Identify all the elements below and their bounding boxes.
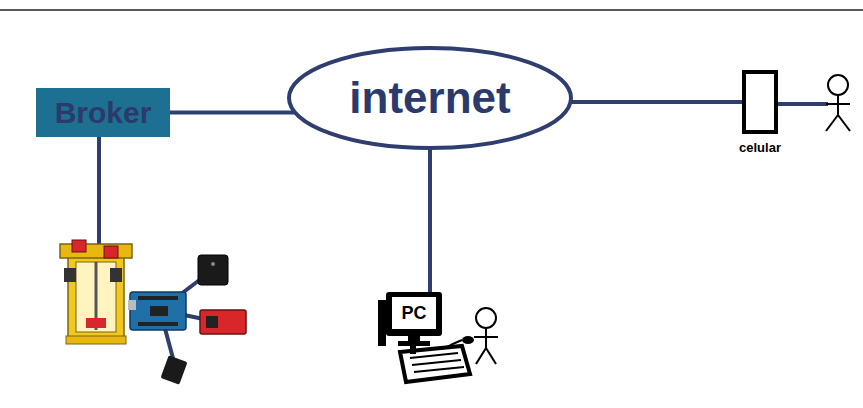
node-label: Broker [55, 96, 152, 130]
user-wire [778, 102, 828, 106]
broker-box: Broker [36, 88, 170, 137]
device-label: celular [739, 140, 781, 155]
phone-symbol: celular [742, 70, 778, 134]
internet-cloud: internet [287, 46, 573, 150]
node-label: internet [349, 73, 510, 123]
top-rule [0, 9, 863, 11]
network-link [571, 100, 742, 104]
stick-figure [474, 308, 498, 364]
pc-monitor: PC [386, 292, 442, 346]
network-link [170, 111, 295, 115]
node-label: PC [392, 297, 436, 329]
hardware-wire [97, 137, 101, 250]
robot-hardware [60, 240, 246, 385]
stick-figure [826, 75, 850, 131]
network-link [428, 148, 432, 292]
